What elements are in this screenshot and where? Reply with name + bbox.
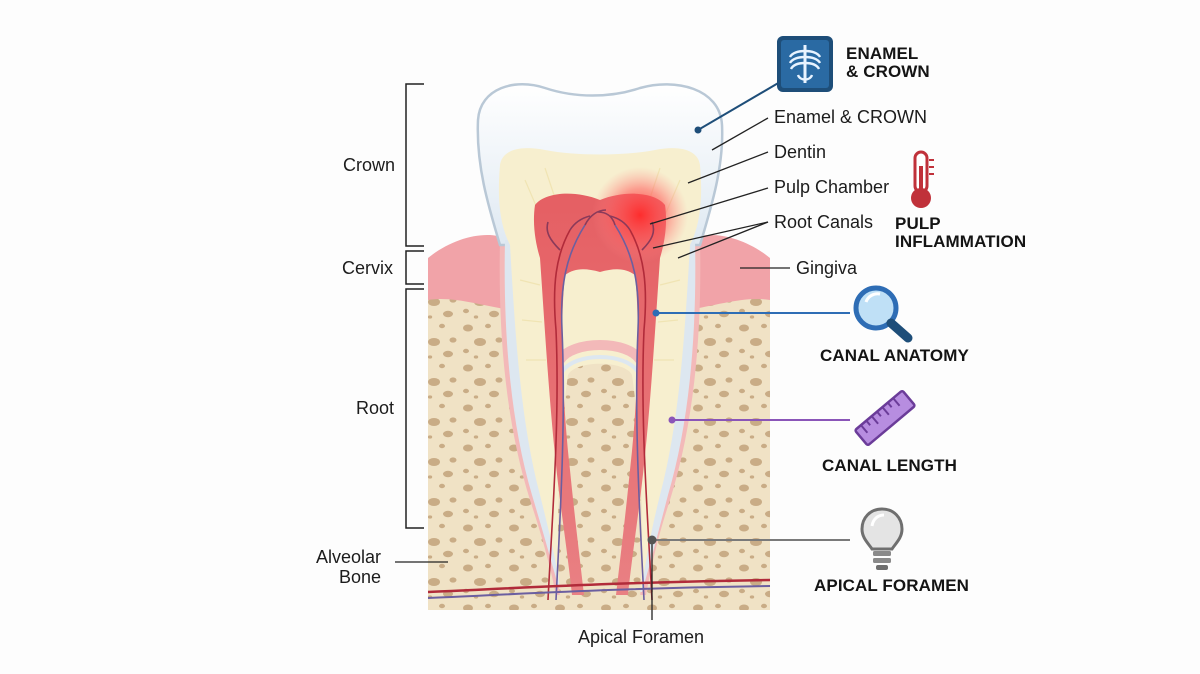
- callout-enamel-crown: ENAMEL & CROWN: [846, 44, 930, 81]
- label-root: Root: [356, 398, 395, 418]
- furcation-cementum: [560, 355, 640, 374]
- ruler-icon: [852, 388, 918, 448]
- label-alveolar-bone: Alveolar Bone: [316, 547, 382, 587]
- canal-anatomy-dot: [652, 309, 660, 317]
- interradicular-bone-pores: [557, 363, 643, 600]
- canal-length-dot: [668, 416, 676, 424]
- pulp: [533, 193, 667, 595]
- gingiva-left: [428, 234, 510, 310]
- magnifier-icon: [850, 282, 916, 344]
- pulp-inflammation-area: [592, 167, 688, 263]
- callout-apical-foramen: APICAL FORAMEN: [814, 576, 970, 595]
- right-leaders: [649, 117, 790, 620]
- furcation-wall: [555, 340, 645, 364]
- label-enamel-crown: Enamel & CROWN: [774, 107, 928, 127]
- label-root-canals: Root Canals: [774, 212, 874, 232]
- xray-icon: [776, 35, 834, 93]
- label-apical-foramen: Apical Foramen: [578, 627, 705, 647]
- apical-dot: [647, 535, 657, 545]
- enamel-callout-line: [697, 81, 781, 131]
- left-brackets: [405, 83, 424, 529]
- label-pulp-chamber: Pulp Chamber: [774, 177, 890, 197]
- bottom-artery: [427, 578, 771, 594]
- bottom-vein: [427, 585, 771, 599]
- callout-canal-length: CANAL LENGTH: [822, 456, 957, 475]
- enamel-callout-dot: [694, 126, 702, 134]
- label-gingiva: Gingiva: [796, 258, 858, 278]
- lightbulb-icon: [858, 506, 906, 572]
- label-dentin: Dentin: [774, 142, 827, 162]
- callout-canal-anatomy: CANAL ANATOMY: [820, 346, 969, 365]
- callout-pulp-inflammation: PULP INFLAMMATION: [895, 214, 1027, 251]
- thermometer-icon: [905, 150, 937, 210]
- pulp-vessels: [546, 209, 655, 601]
- gingiva-right: [688, 234, 770, 310]
- label-crown: Crown: [343, 155, 396, 175]
- label-cervix: Cervix: [342, 258, 394, 278]
